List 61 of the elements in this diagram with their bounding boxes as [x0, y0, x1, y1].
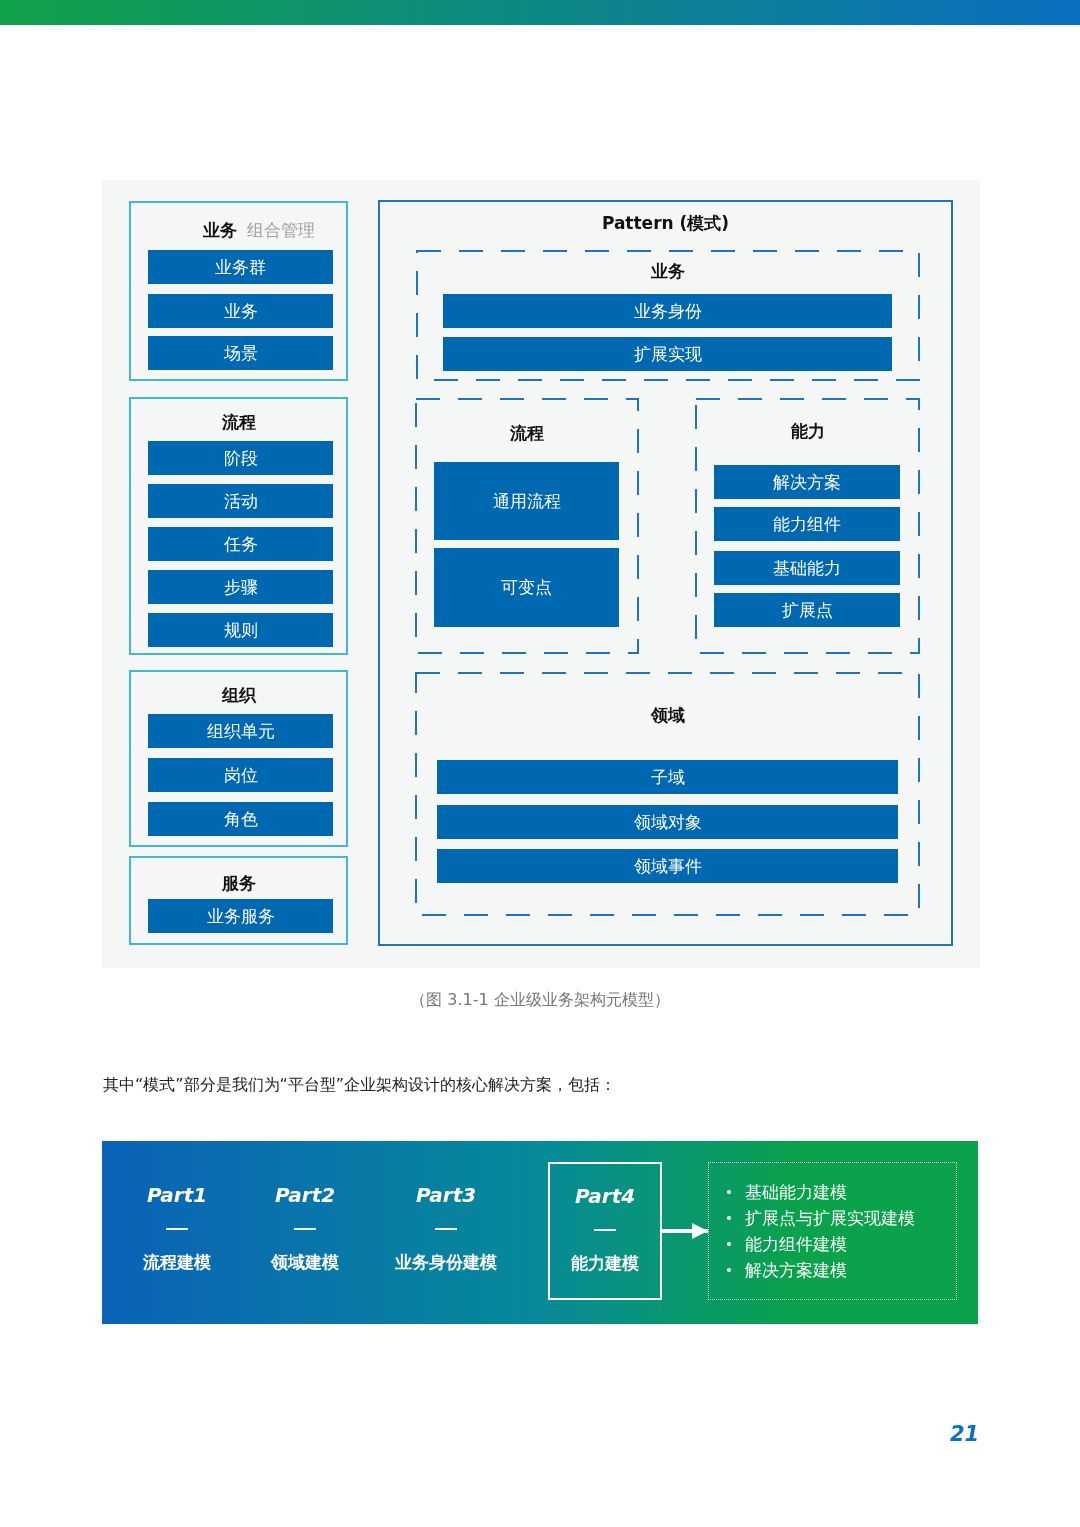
list-item: 扩展点与扩展实现建模	[745, 1207, 915, 1230]
element-bar: 活动	[148, 484, 333, 518]
list-item: 基础能力建模	[745, 1181, 848, 1204]
element-bar: 规则	[148, 613, 333, 647]
group-heading: 业务	[202, 220, 237, 240]
banner-band	[102, 1141, 978, 1324]
part-title: Part4	[574, 1184, 636, 1208]
group-heading: 流程	[221, 412, 256, 432]
list-item: 能力组件建模	[745, 1233, 848, 1256]
element-bar: 扩展实现	[443, 337, 892, 371]
group-heading: 业务	[651, 261, 685, 281]
part-name: 业务身份建模	[395, 1251, 497, 1274]
page-number: 21	[950, 1422, 980, 1446]
dashed-group	[695, 398, 920, 654]
group-heading: 领域	[650, 705, 685, 725]
element-bar: 领域事件	[437, 849, 898, 883]
element-bar: 阶段	[148, 441, 333, 475]
body-paragraph: 其中“模式”部分是我们为“平台型”企业架构设计的核心解决方案，包括：	[103, 1075, 617, 1096]
part-name: 流程建模	[143, 1251, 211, 1274]
element-bar: 组织单元	[148, 714, 333, 748]
group-heading: 服务	[221, 873, 256, 893]
dotted-list-box	[708, 1162, 957, 1300]
group-subheading: 组合管理	[246, 220, 315, 240]
group-heading: 流程	[510, 423, 544, 443]
element-bar: 任务	[148, 527, 333, 561]
element-bar: 可变点	[434, 548, 619, 627]
element-bar: 业务群	[148, 250, 333, 284]
group-panel	[129, 201, 348, 381]
group-panel	[129, 670, 348, 847]
dashed-group	[415, 398, 639, 654]
group-heading: Pattern (模式)	[601, 213, 730, 233]
element-bar: 扩展点	[714, 593, 900, 627]
arrow	[662, 1223, 708, 1239]
part-name: 能力建模	[571, 1252, 639, 1275]
part-title: Part1	[146, 1183, 208, 1207]
group-panel	[129, 397, 348, 655]
pattern-frame	[378, 200, 953, 946]
element-bar: 业务服务	[148, 899, 333, 933]
element-bar: 子域	[437, 760, 898, 794]
figure-caption: （图 3.1-1 企业级业务架构元模型）	[409, 990, 671, 1011]
element-bar: 业务	[148, 294, 333, 328]
element-bar: 角色	[148, 802, 333, 836]
part-title: Part3	[415, 1183, 477, 1207]
part-box	[548, 1162, 662, 1300]
element-bar: 步骤	[148, 570, 333, 604]
element-bar: 基础能力	[714, 551, 900, 585]
part-title: Part2	[274, 1183, 336, 1207]
element-bar: 能力组件	[714, 507, 900, 541]
element-bar: 通用流程	[434, 462, 619, 540]
list-item: 解决方案建模	[745, 1259, 848, 1282]
group-heading: 组织	[221, 685, 256, 705]
group-heading: 能力	[790, 421, 825, 441]
dashed-group	[416, 250, 920, 381]
element-bar: 场景	[148, 336, 333, 370]
group-panel	[129, 856, 348, 945]
part-name: 领域建模	[271, 1251, 339, 1274]
element-bar: 岗位	[148, 758, 333, 792]
dashed-group	[415, 672, 920, 916]
element-bar: 解决方案	[714, 465, 900, 499]
element-bar: 业务身份	[443, 294, 892, 328]
element-bar: 领域对象	[437, 805, 898, 839]
